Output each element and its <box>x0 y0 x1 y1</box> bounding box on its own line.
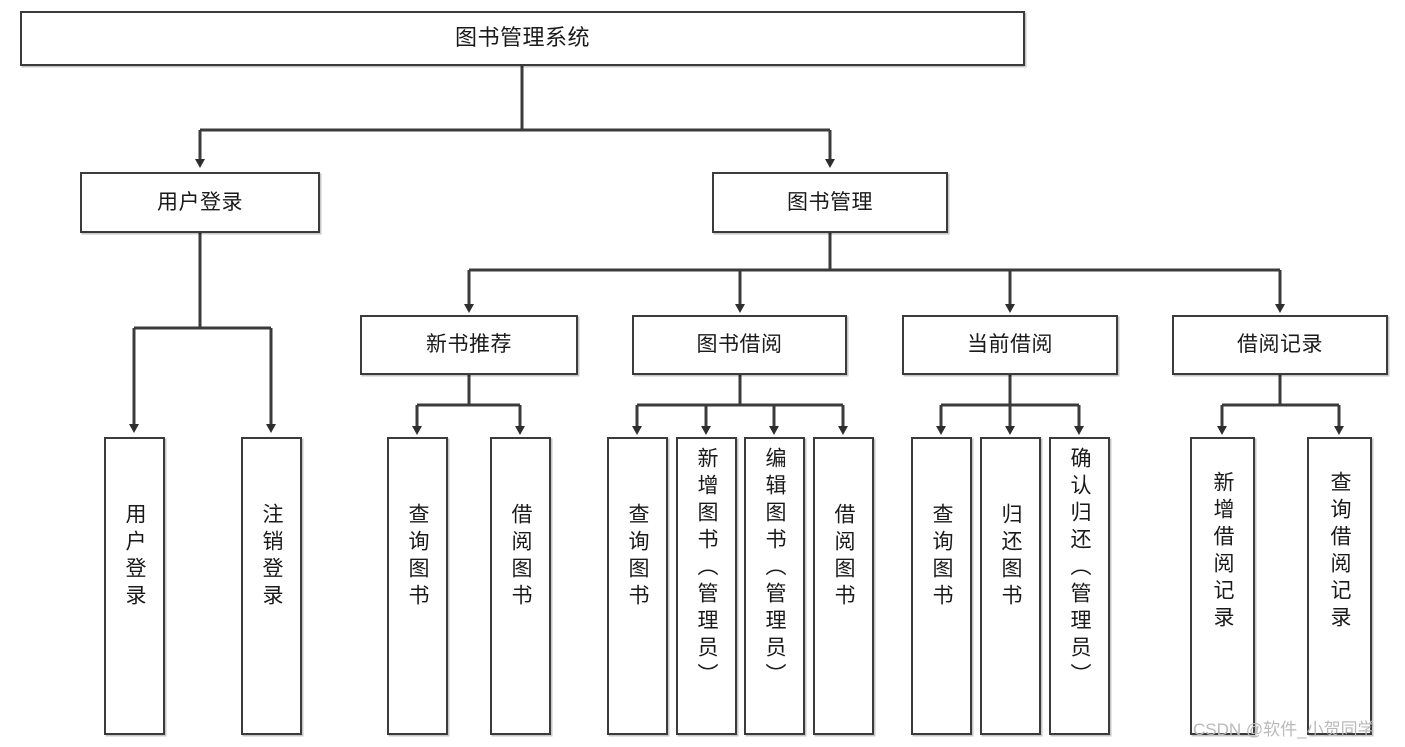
node-root[interactable]: 图书管理系统 <box>20 11 1025 66</box>
node-root-label: 图书管理系统 <box>454 25 590 51</box>
node-book-borrow[interactable]: 图书借阅 <box>632 315 847 375</box>
node-leaf-user-login-label: 用户登录 <box>123 503 146 611</box>
node-leaf-user-login[interactable]: 用户登录 <box>104 437 165 735</box>
node-leaf-add-book[interactable]: 新增图书（管理员） <box>676 437 737 735</box>
node-user-login[interactable]: 用户登录 <box>80 172 320 233</box>
node-leaf-query-book-3[interactable]: 查询图书 <box>911 437 972 735</box>
node-leaf-edit-book[interactable]: 编辑图书（管理员） <box>744 437 805 735</box>
node-leaf-add-book-label: 新增图书（管理员） <box>695 447 718 690</box>
node-leaf-borrow-book-1[interactable]: 借阅图书 <box>490 437 551 735</box>
node-current-borrow[interactable]: 当前借阅 <box>902 315 1118 375</box>
node-book-manage-label: 图书管理 <box>787 190 873 214</box>
node-leaf-query-record-label: 查询借阅记录 <box>1328 471 1351 633</box>
node-leaf-confirm-return-label: 确认归还（管理员） <box>1068 447 1091 690</box>
node-leaf-query-book-3-label: 查询图书 <box>930 503 953 611</box>
node-new-book-rec-label: 新书推荐 <box>426 333 512 357</box>
node-leaf-add-record-label: 新增借阅记录 <box>1211 471 1234 633</box>
node-leaf-query-book-2-label: 查询图书 <box>626 503 649 611</box>
node-leaf-add-record[interactable]: 新增借阅记录 <box>1190 437 1255 735</box>
node-leaf-query-book-1[interactable]: 查询图书 <box>387 437 448 735</box>
node-leaf-edit-book-label: 编辑图书（管理员） <box>763 447 786 690</box>
node-leaf-query-book-1-label: 查询图书 <box>406 503 429 611</box>
node-leaf-return-book-label: 归还图书 <box>999 503 1022 611</box>
watermark-text: CSDN @软件_小贺同学 <box>1193 720 1375 739</box>
node-leaf-borrow-book-1-label: 借阅图书 <box>509 503 532 611</box>
node-leaf-logout-label: 注销登录 <box>260 503 283 611</box>
node-borrow-record-label: 借阅记录 <box>1237 333 1323 357</box>
node-borrow-record[interactable]: 借阅记录 <box>1172 315 1388 375</box>
node-leaf-borrow-book-2-label: 借阅图书 <box>832 503 855 611</box>
node-new-book-rec[interactable]: 新书推荐 <box>360 315 578 375</box>
node-leaf-borrow-book-2[interactable]: 借阅图书 <box>813 437 874 735</box>
node-user-login-label: 用户登录 <box>157 190 243 214</box>
node-leaf-return-book[interactable]: 归还图书 <box>980 437 1041 735</box>
node-leaf-query-book-2[interactable]: 查询图书 <box>607 437 668 735</box>
node-leaf-query-record[interactable]: 查询借阅记录 <box>1307 437 1372 735</box>
node-leaf-logout[interactable]: 注销登录 <box>241 437 302 735</box>
node-leaf-confirm-return[interactable]: 确认归还（管理员） <box>1049 437 1110 735</box>
node-book-manage[interactable]: 图书管理 <box>712 172 948 233</box>
node-current-borrow-label: 当前借阅 <box>967 333 1053 357</box>
node-book-borrow-label: 图书借阅 <box>696 333 783 357</box>
